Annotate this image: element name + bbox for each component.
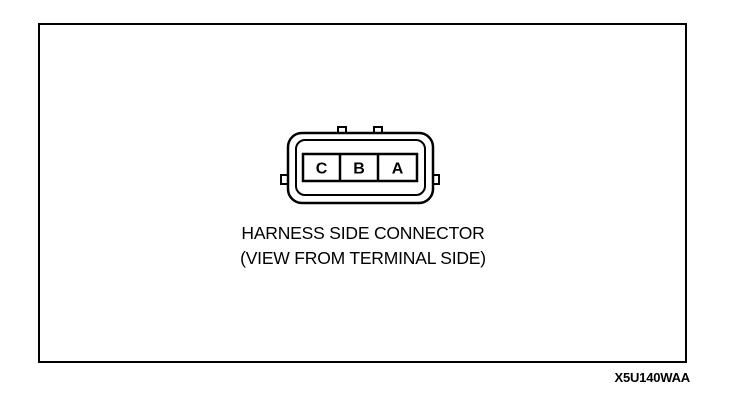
connector-housing-inner [295, 139, 426, 196]
terminal-block [301, 152, 419, 183]
harness-connector-icon: C B A [280, 126, 440, 205]
pin-label-a: A [392, 161, 404, 178]
pin-label-b: B [353, 161, 365, 178]
figure-code: X5U140WAA [614, 370, 690, 385]
caption-subtitle: (VIEW FROM TERMINAL SIDE) [240, 248, 486, 268]
diagram-frame [38, 23, 687, 363]
caption-title: HARNESS SIDE CONNECTOR [241, 223, 485, 243]
pin-label-c: C [316, 161, 328, 178]
